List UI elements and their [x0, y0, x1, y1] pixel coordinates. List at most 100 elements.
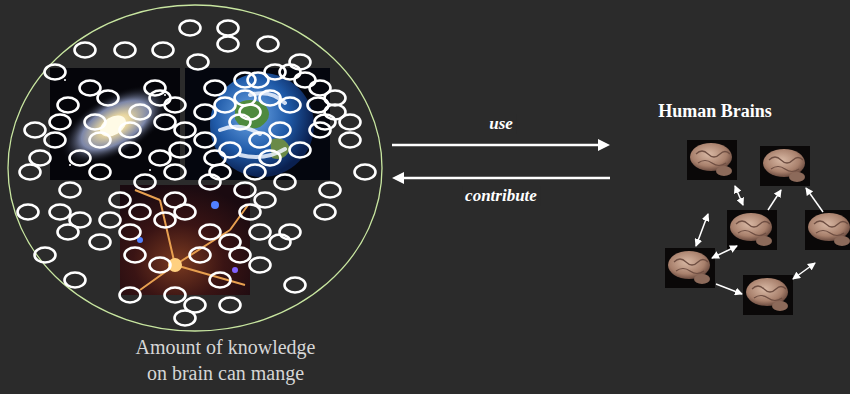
knowledge-ellipse — [315, 205, 336, 220]
knowledge-ellipse — [175, 123, 196, 138]
knowledge-ellipse — [218, 37, 239, 52]
knowledge-ellipse — [258, 37, 279, 52]
region-caption: Amount of knowledge on brain can mange — [128, 334, 323, 386]
group-title: Human Brains — [610, 95, 820, 122]
knowledge-ellipse — [285, 278, 306, 293]
knowledge-ellipse — [110, 193, 131, 208]
knowledge-ellipse — [115, 43, 136, 58]
knowledge-ellipse — [85, 115, 106, 130]
knowledge-ellipse — [35, 248, 56, 263]
knowledge-ellipse — [60, 183, 81, 198]
brain-image — [743, 275, 793, 315]
knowledge-ellipse — [220, 298, 241, 313]
knowledge-ellipse — [70, 151, 91, 166]
knowledge-ellipse — [195, 105, 216, 120]
knowledge-ellipse — [150, 151, 171, 166]
flow-arrow — [392, 172, 610, 184]
knowledge-ellipse — [340, 115, 361, 130]
earth-image — [185, 68, 330, 180]
flow-arrow — [392, 139, 610, 151]
knowledge-ellipse — [120, 225, 141, 240]
knowledge-ellipse — [200, 175, 221, 190]
knowledge-ellipse — [130, 205, 151, 220]
knowledge-ellipse — [100, 213, 121, 228]
knowledge-ellipse — [180, 21, 201, 36]
knowledge-ellipse — [90, 235, 111, 250]
brain-link — [712, 246, 737, 258]
knowledge-ellipse — [58, 98, 79, 113]
brain-link — [696, 214, 708, 246]
knowledge-ellipse — [260, 91, 281, 106]
knowledge-ellipse — [280, 98, 301, 113]
knowledge-ellipse — [150, 258, 171, 273]
knowledge-ellipse — [18, 205, 39, 220]
knowledge-ellipse — [165, 288, 186, 303]
knowledge-ellipse — [250, 225, 271, 240]
knowledge-ellipse — [210, 165, 231, 180]
knowledge-ellipse — [270, 123, 291, 138]
knowledge-ellipse — [120, 123, 141, 138]
knowledge-ellipse — [155, 115, 176, 130]
knowledge-ellipse — [25, 123, 46, 138]
knowledge-ellipse — [153, 43, 174, 58]
knowledge-ellipse — [145, 81, 166, 96]
brain-network — [665, 140, 850, 315]
brain-image — [687, 140, 737, 180]
brain-image — [665, 248, 715, 288]
knowledge-ellipse — [215, 98, 236, 113]
knowledge-ellipse — [235, 91, 256, 106]
knowledge-ellipse — [165, 165, 186, 180]
knowledge-ellipse — [120, 288, 141, 303]
knowledge-ellipse — [270, 235, 291, 250]
knowledge-ellipses — [18, 21, 376, 326]
knowledge-ellipse — [175, 205, 196, 220]
knowledge-ellipse — [155, 213, 176, 228]
galaxy-image — [46, 68, 183, 182]
knowledge-ellipse — [90, 165, 111, 180]
knowledge-ellipse — [200, 225, 221, 240]
knowledge-ellipse — [280, 225, 301, 240]
knowledge-ellipse — [45, 65, 66, 80]
knowledge-ellipse — [150, 91, 171, 106]
knowledge-ellipse — [240, 105, 261, 120]
brains-group: Human Brains — [610, 95, 850, 325]
knowledge-ellipse — [75, 43, 96, 58]
brain-link — [806, 188, 823, 212]
brain-image — [805, 210, 850, 250]
neuron-image — [120, 185, 250, 295]
knowledge-ellipse — [230, 248, 251, 263]
knowledge-ellipse — [290, 143, 311, 158]
knowledge-ellipse — [320, 183, 341, 198]
knowledge-ellipse — [255, 193, 276, 208]
knowledge-ellipse — [58, 225, 79, 240]
knowledge-ellipse — [205, 81, 226, 96]
knowledge-ellipse — [20, 165, 41, 180]
knowledge-ellipse — [230, 115, 251, 130]
knowledge-ellipse — [220, 143, 241, 158]
knowledge-ellipse — [290, 55, 311, 70]
knowledge-ellipse — [125, 248, 146, 263]
knowledge-ellipse — [340, 133, 361, 148]
knowledge-ellipse — [90, 133, 111, 148]
knowledge-ellipse — [188, 55, 209, 70]
knowledge-ellipse — [195, 133, 216, 148]
knowledge-ellipse — [205, 151, 226, 166]
brain-image — [727, 210, 777, 250]
knowledge-ellipse — [260, 151, 281, 166]
knowledge-ellipse — [248, 73, 269, 88]
knowledge-ellipse — [130, 105, 151, 120]
knowledge-ellipse — [45, 133, 66, 148]
edge-label: contribute — [462, 186, 540, 206]
knowledge-ellipse — [210, 273, 231, 288]
knowledge-ellipse — [135, 175, 156, 190]
knowledge-ellipse — [310, 123, 331, 138]
knowledge-ellipse — [218, 21, 239, 36]
knowledge-ellipse — [250, 258, 271, 273]
brain-link — [793, 263, 815, 279]
knowledge-ellipse — [165, 98, 186, 113]
knowledge-ellipse — [65, 273, 86, 288]
knowledge-region: Amount of knowledge on brain can mange — [0, 0, 392, 394]
brain-link — [735, 186, 743, 205]
